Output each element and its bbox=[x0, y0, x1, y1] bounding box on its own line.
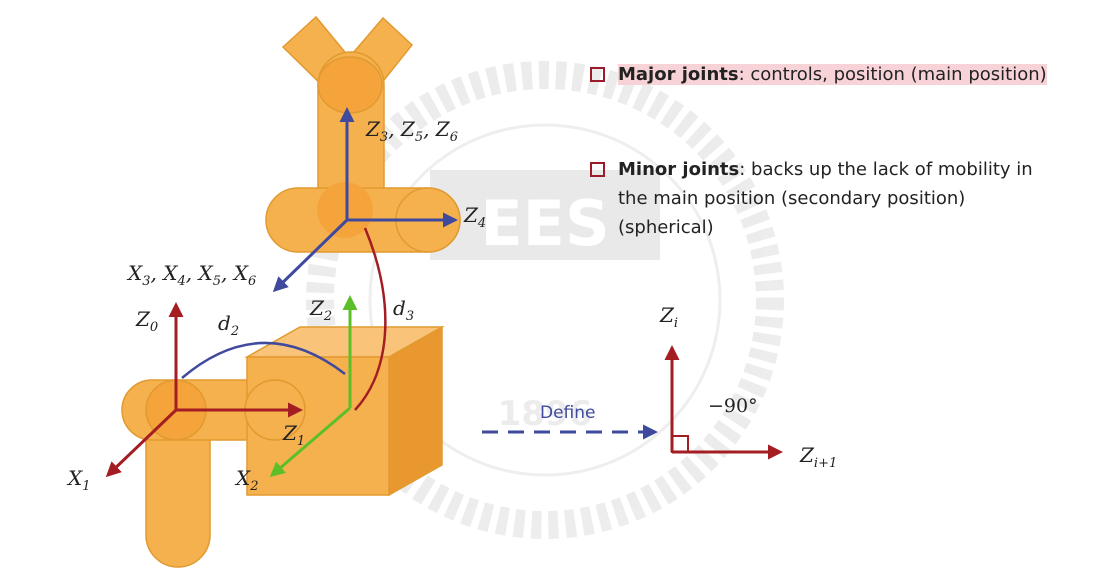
zi1-label: Zi+1 bbox=[799, 443, 837, 471]
x3-x4-x5-x6-label: X3, X4, X5, X6 bbox=[126, 261, 256, 289]
define-label: Define bbox=[540, 403, 596, 423]
d2-arc bbox=[181, 341, 346, 379]
z0-label: Z0 bbox=[135, 307, 158, 335]
x1-axis bbox=[105, 408, 178, 478]
x3-axis bbox=[272, 218, 349, 293]
bullet-minor-joints: Minor joints: backs up the lack of mobil… bbox=[590, 155, 1050, 242]
watermark-seal: EES 1896 bbox=[306, 61, 784, 539]
major-joints-term: Major joints bbox=[618, 64, 739, 85]
right-angle-mark bbox=[671, 435, 689, 453]
bullet-box-icon bbox=[590, 162, 605, 177]
minor-joints-term: Minor joints bbox=[618, 159, 740, 180]
d3-arc bbox=[354, 227, 387, 411]
d2-label: d2 bbox=[218, 311, 239, 339]
major-joints-description: : controls, position (main position) bbox=[738, 64, 1047, 85]
frame-axes bbox=[105, 107, 458, 478]
x2-axis bbox=[269, 406, 351, 477]
watermark-year: 1896 bbox=[498, 394, 593, 434]
z3-z5-z6-label: Z3, Z5, Z6 bbox=[365, 117, 458, 145]
bullet-box-icon bbox=[590, 67, 605, 82]
watermark-letters: EES bbox=[480, 187, 609, 260]
bullet-major-joints: Major joints: controls, position (main p… bbox=[590, 60, 1050, 89]
x1-label: X1 bbox=[66, 466, 91, 494]
minor-joints-description: : backs up the lack of mobility in the m… bbox=[618, 159, 1033, 238]
base-vertical-link bbox=[145, 411, 211, 568]
robot-links bbox=[121, 15, 461, 568]
zi-label: Zi bbox=[659, 303, 678, 331]
major-joints-highlight: Major joints: controls, position (main p… bbox=[618, 64, 1047, 85]
d3-label: d3 bbox=[393, 296, 414, 324]
convention-diagram: Zi Zi+1 −90° bbox=[659, 303, 837, 471]
cube-right bbox=[388, 325, 443, 497]
angle-label: −90° bbox=[708, 395, 758, 417]
